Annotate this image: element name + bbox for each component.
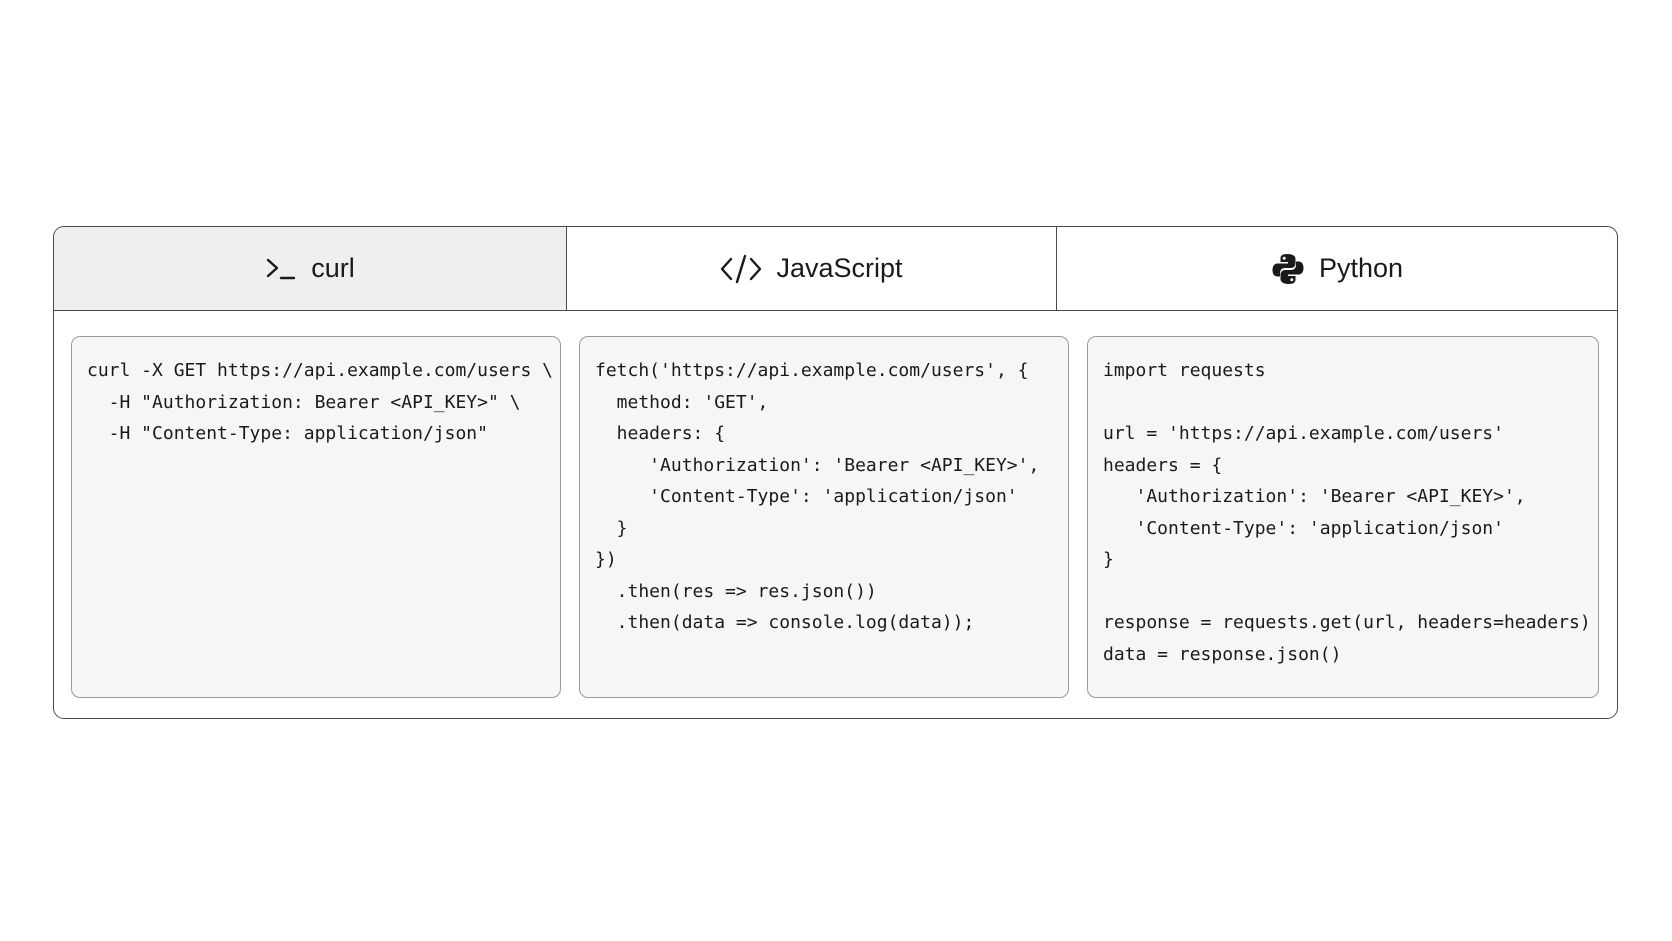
code-block-curl: curl -X GET https://api.example.com/user… [71, 336, 561, 698]
code-line: response = requests.get(url, headers=hea… [1103, 612, 1591, 633]
code-line: 'Authorization': 'Bearer <API_KEY>', [1103, 486, 1526, 507]
code-line: fetch('https://api.example.com/users', { [595, 360, 1029, 381]
tab-javascript[interactable]: JavaScript [566, 227, 1056, 310]
code-line [1103, 576, 1583, 608]
code-line: } [1103, 549, 1114, 570]
code-line: .then(data => console.log(data)); [595, 612, 975, 633]
code-line: 'Content-Type': 'application/json' [595, 486, 1018, 507]
code-block-python: import requests url = 'https://api.examp… [1087, 336, 1599, 698]
code-line: data = response.json() [1103, 643, 1342, 665]
code-line: } [595, 517, 628, 539]
code-line: headers = { [1103, 454, 1223, 476]
terminal-icon [265, 256, 297, 282]
code-example-tabs: curl JavaScript Python [53, 226, 1618, 719]
tab-label-python: Python [1318, 253, 1404, 283]
code-line: -H "Content-Type: application/json" [87, 423, 488, 444]
code-line: }) [595, 549, 617, 570]
code-line: headers: { [595, 423, 726, 444]
code-icon [720, 253, 762, 285]
tab-python[interactable]: Python [1056, 227, 1617, 310]
code-line [1103, 387, 1583, 419]
code-line: -H "Authorization: Bearer <API_KEY>" \ [87, 391, 521, 413]
code-line: import requests [1103, 360, 1266, 381]
tab-curl[interactable]: curl [54, 227, 566, 310]
code-line: method: 'GET', [595, 391, 769, 413]
code-panels: curl -X GET https://api.example.com/user… [54, 311, 1617, 718]
code-line: 'Content-Type': 'application/json' [1103, 517, 1504, 539]
code-block-javascript: fetch('https://api.example.com/users', {… [579, 336, 1069, 698]
code-line: curl -X GET https://api.example.com/user… [87, 360, 553, 381]
tab-label-curl: curl [311, 253, 355, 283]
code-line: 'Authorization': 'Bearer <API_KEY>', [595, 454, 1040, 476]
tab-label-javascript: JavaScript [776, 253, 903, 283]
python-icon [1271, 252, 1305, 286]
code-line: .then(res => res.json()) [595, 580, 877, 602]
code-line: url = 'https://api.example.com/users' [1103, 423, 1504, 444]
tab-bar: curl JavaScript Python [54, 227, 1617, 311]
